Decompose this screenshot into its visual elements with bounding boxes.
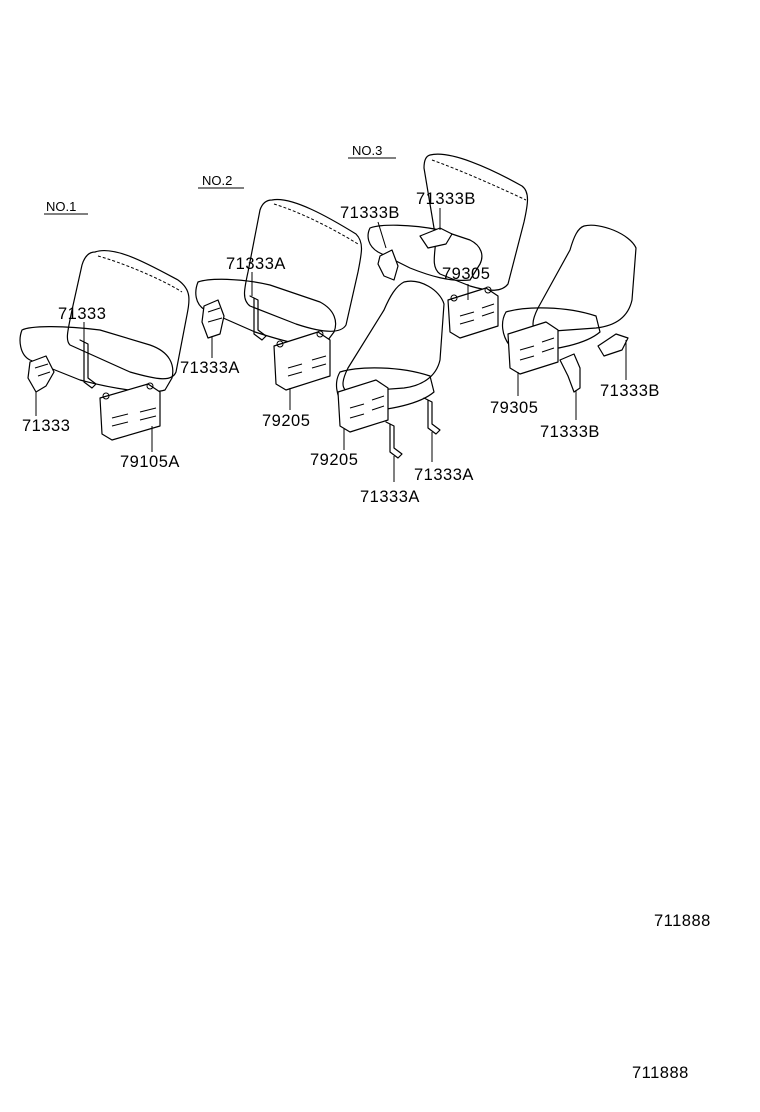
diagram-codes: 711888 711888 <box>632 912 711 1082</box>
part-label: 71333A <box>226 255 286 273</box>
part-label: 71333A <box>360 488 420 506</box>
part-label: 71333B <box>600 382 660 400</box>
seat-no3-left-illustration <box>335 153 529 459</box>
seat-no3-right-illustration <box>501 224 637 393</box>
part-labels: 71333 71333 79105A 71333A 71333A 79205 7… <box>22 190 660 506</box>
part-label: 71333B <box>540 423 600 441</box>
part-label: 71333 <box>22 417 70 435</box>
part-label: 79305 <box>490 399 538 417</box>
seat-label-no3: NO.3 <box>352 143 382 158</box>
part-label: 71333 <box>58 305 106 323</box>
part-label: 71333A <box>414 466 474 484</box>
seat-no1-illustration <box>19 250 190 441</box>
part-label: 79305 <box>442 265 490 283</box>
seat-label-no2: NO.2 <box>202 173 232 188</box>
part-label: 71333A <box>180 359 240 377</box>
part-label: 79205 <box>262 412 310 430</box>
seat-no2-illustration <box>195 198 363 391</box>
seat-label-no1: NO.1 <box>46 199 76 214</box>
diagram-code: 711888 <box>654 912 711 930</box>
part-label: 79105A <box>120 453 180 471</box>
seat-labels: NO.1 NO.2 NO.3 <box>44 143 396 215</box>
part-label: 79205 <box>310 451 358 469</box>
part-label: 71333B <box>340 204 400 222</box>
part-label: 71333B <box>416 190 476 208</box>
leader-lines <box>35 208 627 482</box>
diagram-code: 711888 <box>632 1064 689 1082</box>
